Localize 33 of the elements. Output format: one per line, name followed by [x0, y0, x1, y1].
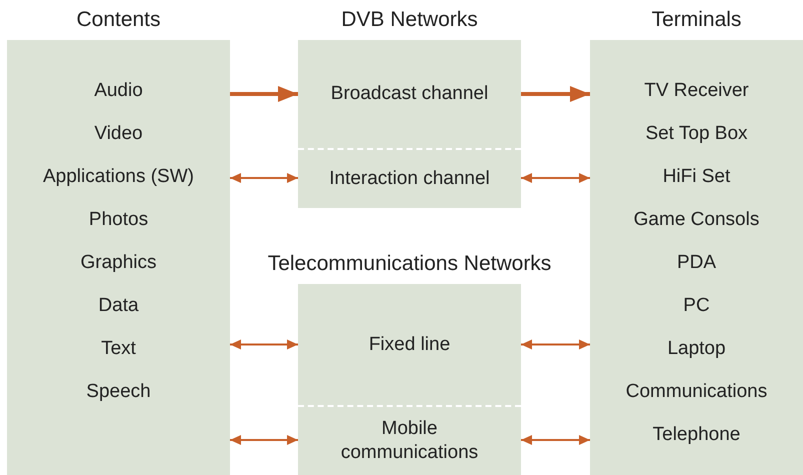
column-heading: Terminals: [652, 7, 742, 34]
column-heading: Contents: [76, 7, 161, 34]
list-item: Communications: [626, 380, 768, 404]
column-heading: Telecommunications Networks: [268, 251, 552, 278]
arrow: [521, 86, 590, 102]
list-item: Text: [101, 337, 136, 361]
list-item: Audio: [94, 79, 143, 103]
arrow: [230, 173, 298, 183]
list-item: Graphics: [80, 251, 157, 275]
list-item: Video: [94, 122, 143, 146]
arrow: [230, 340, 298, 350]
list-item: Game Consols: [634, 208, 760, 232]
list-item: Set Top Box: [645, 122, 748, 146]
arrow: [521, 435, 590, 445]
column-heading: DVB Networks: [341, 7, 478, 34]
list-item: Laptop: [667, 337, 726, 361]
arrow: [521, 340, 590, 350]
channel-label: Broadcast channel: [330, 82, 488, 106]
list-item: PDA: [676, 251, 716, 275]
list-item: PC: [683, 294, 710, 318]
list-item: Speech: [86, 380, 151, 404]
list-item: Data: [98, 294, 139, 318]
arrow: [230, 435, 298, 445]
list-item: HiFi Set: [662, 165, 730, 189]
channel-label: Mobile communications: [340, 417, 480, 465]
list-item: Telephone: [652, 423, 740, 447]
channel-label: Interaction channel: [329, 167, 490, 191]
list-item: TV Receiver: [644, 79, 749, 103]
arrow: [521, 173, 590, 183]
arrow: [230, 86, 298, 102]
list-item: Applications (SW): [43, 165, 194, 189]
channel-label: Fixed line: [368, 332, 450, 356]
list-item: Photos: [88, 208, 148, 232]
